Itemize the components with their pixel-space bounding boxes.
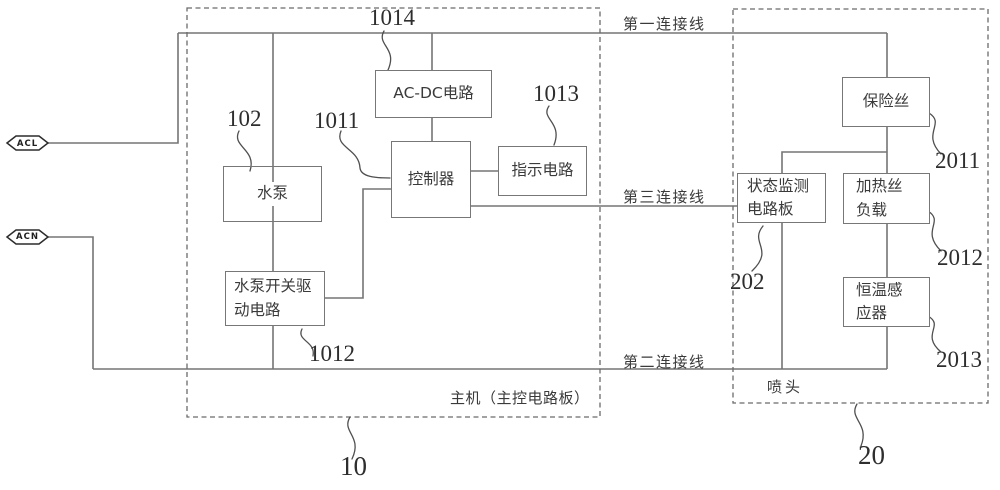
ref-numeral-202: 202: [730, 269, 765, 294]
leader-2012: [927, 210, 942, 252]
nozzle-region-label: 喷头: [767, 378, 804, 396]
pump-switch-driver-block: 水泵开关驱动电路: [225, 271, 325, 326]
acl-terminal-label: ACL: [16, 139, 39, 149]
acl-feed-wire: [48, 33, 179, 144]
ref-numeral-2012: 2012: [937, 245, 983, 270]
ref-numeral-2013: 2013: [936, 347, 982, 372]
acdc-circuit-label: AC-DC电路: [393, 82, 474, 106]
leader-1011: [339, 130, 391, 179]
status-monitor-board-label: 状态监测电路板: [747, 174, 813, 222]
controller-label: 控制器: [407, 167, 455, 192]
third-connection-line-label: 第三连接线: [623, 188, 706, 206]
leader-1012: [300, 328, 314, 357]
ref-numeral-1013: 1013: [533, 81, 579, 106]
leader-1013: [546, 105, 557, 146]
acn-terminal-label: ACN: [16, 232, 39, 242]
monitor-branch-wire: [781, 151, 887, 173]
fuse-block: 保险丝: [842, 77, 930, 127]
controller-block: 控制器: [391, 141, 471, 218]
nozzle-region-boundary: [732, 8, 989, 404]
leader-10: [347, 416, 356, 460]
thermostat-sensor-block: 恒温感应器: [843, 277, 930, 327]
heating-wire-load-block: 加热丝负载: [843, 173, 930, 224]
heating-wire-load-label: 加热丝负载: [856, 175, 906, 222]
leader-1014: [381, 30, 392, 71]
acn-feed-wire: [48, 236, 94, 369]
water-pump-block: 水泵: [223, 166, 322, 222]
status-monitor-board-block: 状态监测电路板: [737, 173, 826, 223]
host-region-label: 主机（主控电路板）: [450, 389, 590, 407]
acl-terminal-flag: [5, 135, 50, 151]
ref-numeral-20: 20: [858, 440, 885, 470]
leader-202: [751, 225, 764, 272]
host-region-boundary: [186, 7, 601, 418]
fuse-label: 保险丝: [862, 90, 910, 114]
acdc-circuit-block: AC-DC电路: [375, 70, 492, 118]
water-pump-label: 水泵: [256, 182, 288, 206]
ref-numeral-102: 102: [227, 106, 262, 131]
ref-numeral-2011: 2011: [935, 148, 981, 173]
leader-20: [854, 403, 864, 447]
pump-switch-driver-label: 水泵开关驱动电路: [234, 275, 316, 322]
driver-to-controller-wire: [325, 188, 391, 299]
second-connection-line-label: 第二连接线: [623, 353, 706, 371]
leader-102: [236, 130, 252, 172]
ref-numeral-1012: 1012: [309, 341, 355, 366]
first-connection-line-label: 第一连接线: [623, 15, 706, 33]
ref-numeral-10: 10: [340, 451, 367, 481]
indicator-circuit-block: 指示电路: [498, 146, 587, 196]
indicator-circuit-label: 指示电路: [511, 159, 574, 183]
leader-2013: [927, 315, 942, 353]
thermostat-sensor-label: 恒温感应器: [856, 278, 906, 326]
leader-2011: [928, 112, 942, 155]
ref-numeral-1014: 1014: [369, 5, 415, 30]
ref-numeral-1011: 1011: [314, 108, 360, 133]
acn-terminal-flag: [5, 229, 50, 245]
